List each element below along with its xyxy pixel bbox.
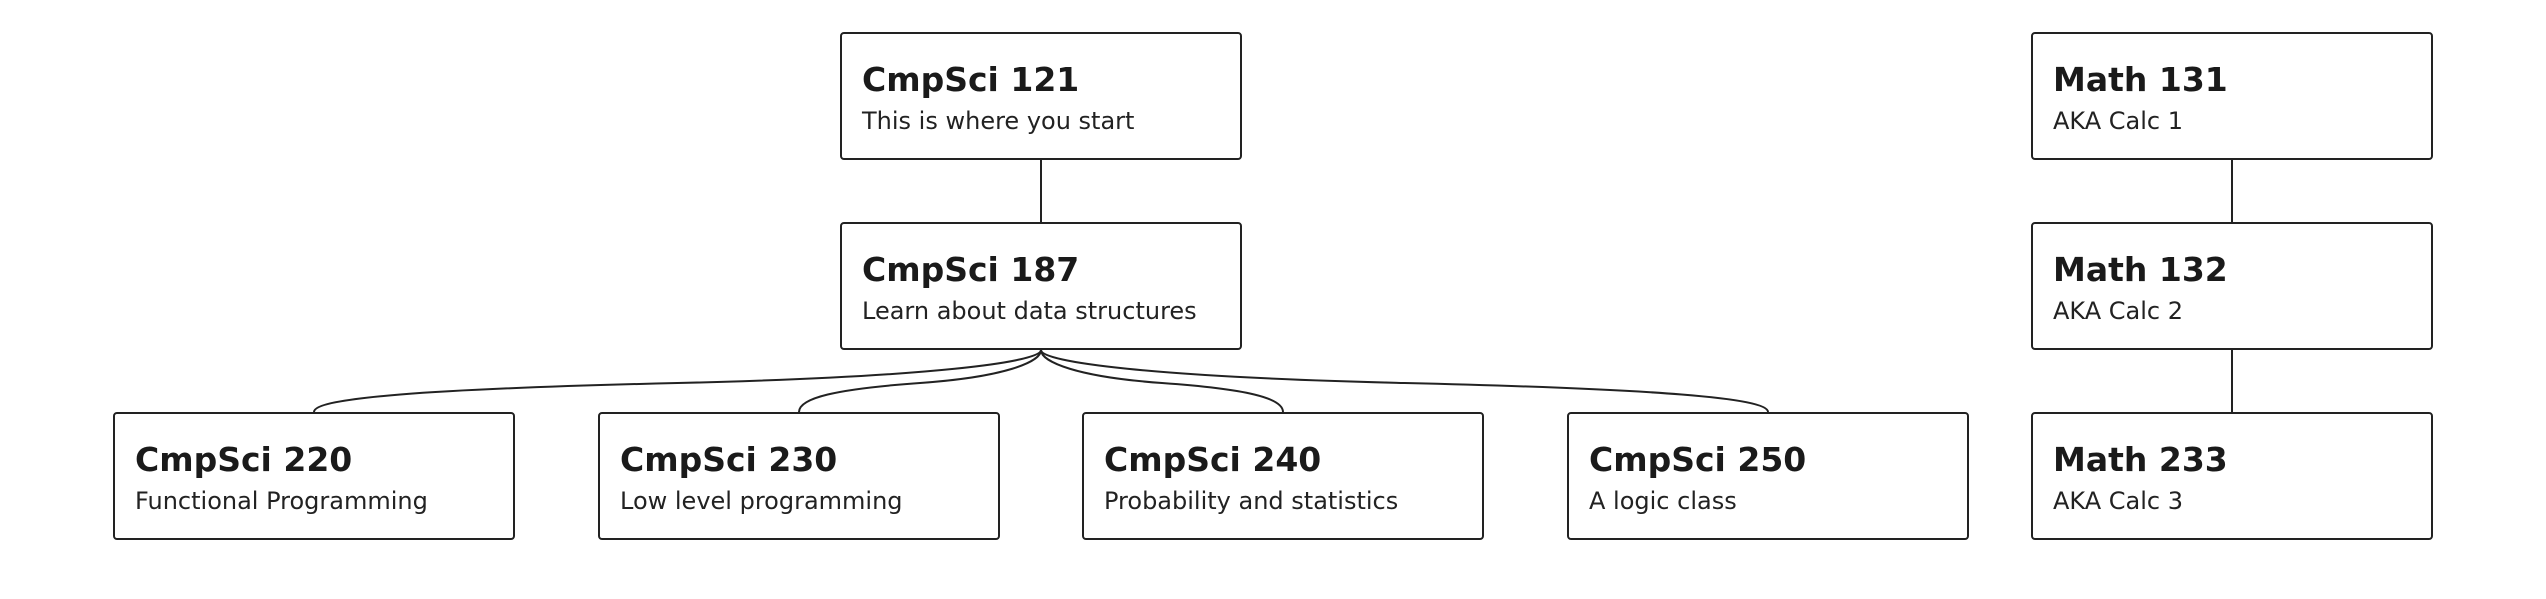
edge-cs187-cs240 [1040,349,1284,413]
node-subtitle: AKA Calc 2 [2053,297,2184,325]
node-subtitle: Learn about data structures [862,297,1197,325]
node-cmpsci-121: CmpSci 121 This is where you start [840,32,1242,160]
node-title: CmpSci 240 [1104,440,1322,479]
node-cmpsci-240: CmpSci 240 Probability and statistics [1082,412,1484,540]
edge-cs187-cs220 [313,349,1042,413]
node-title: CmpSci 121 [862,60,1080,99]
node-subtitle: This is where you start [862,107,1135,135]
node-cmpsci-220: CmpSci 220 Functional Programming [113,412,515,540]
node-subtitle: A logic class [1589,487,1737,515]
node-subtitle: AKA Calc 1 [2053,107,2184,135]
node-subtitle: AKA Calc 3 [2053,487,2184,515]
node-subtitle: Functional Programming [135,487,428,515]
node-math-233: Math 233 AKA Calc 3 [2031,412,2433,540]
node-cmpsci-250: CmpSci 250 A logic class [1567,412,1969,540]
node-cmpsci-187: CmpSci 187 Learn about data structures [840,222,1242,350]
node-math-132: Math 132 AKA Calc 2 [2031,222,2433,350]
node-cmpsci-230: CmpSci 230 Low level programming [598,412,1000,540]
edge-cs187-cs250 [1040,349,1769,413]
node-title: Math 132 [2053,250,2228,289]
node-title: Math 233 [2053,440,2228,479]
node-subtitle: Probability and statistics [1104,487,1399,515]
node-title: CmpSci 230 [620,440,838,479]
node-title: CmpSci 220 [135,440,353,479]
node-math-131: Math 131 AKA Calc 1 [2031,32,2433,160]
node-title: Math 131 [2053,60,2228,99]
node-title: CmpSci 187 [862,250,1080,289]
edge-cs187-cs230 [798,349,1042,413]
node-title: CmpSci 250 [1589,440,1807,479]
node-subtitle: Low level programming [620,487,903,515]
